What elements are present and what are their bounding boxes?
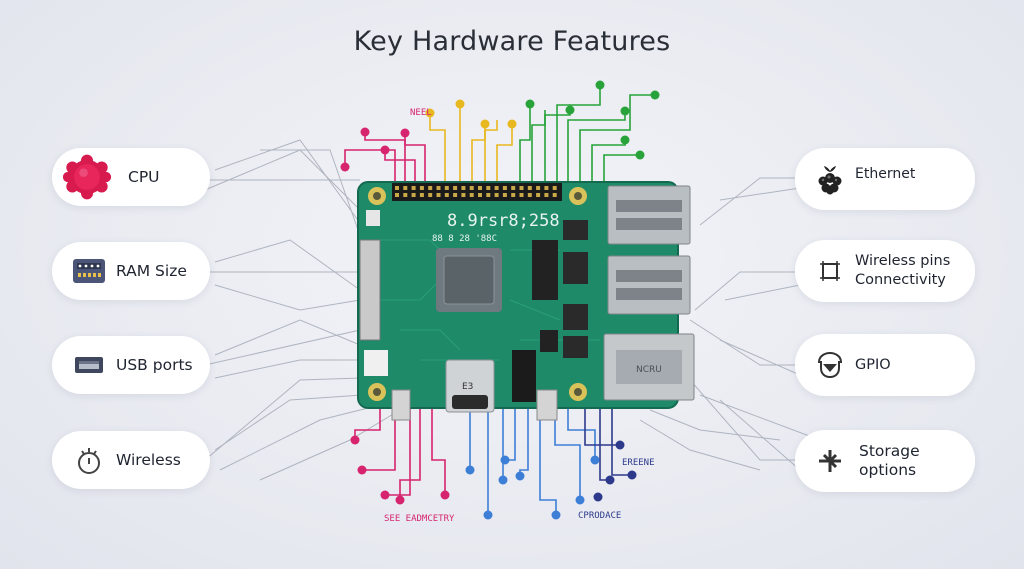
ethernet-label: NCRU (636, 365, 662, 375)
tag-bottom-right-top: EREENE (622, 458, 655, 468)
gpio-pin (544, 186, 549, 190)
usb-port-icon (66, 354, 112, 376)
feature-label-ethernet: Ethernet (855, 165, 916, 182)
feature-card-ram[interactable]: RAM Size (52, 242, 210, 300)
gpio-pins (395, 186, 557, 197)
gpio-pin (453, 186, 458, 190)
gpio-pin (411, 193, 416, 197)
gpio-pin (519, 186, 524, 190)
gpio-pin (544, 193, 549, 197)
gpio-pin (461, 193, 466, 197)
gpio-pin (453, 193, 458, 197)
wireless-icon (66, 445, 112, 475)
tag-bottom-right: CPRODACE (578, 511, 621, 521)
gpio-pin (502, 186, 507, 190)
gpio-pin (552, 186, 557, 190)
gpio-pin (444, 186, 449, 190)
gpio-pin (395, 193, 399, 197)
gpio-pin (444, 193, 449, 197)
gpio-pin (478, 193, 482, 197)
connector-lines (204, 139, 821, 481)
gpio-pin (436, 193, 441, 197)
storage-icon (807, 447, 853, 475)
board-silkscreen: 8.9rsr8;258 (447, 211, 560, 231)
feature-label-cpu: CPU (128, 167, 160, 186)
gpio-pin (502, 193, 507, 197)
gpio-pin (511, 186, 516, 190)
gpio-pin (428, 193, 433, 197)
ram-module-icon (66, 257, 112, 285)
gpio-traces-top (344, 85, 655, 182)
feature-card-wireless[interactable]: Wireless (52, 431, 210, 489)
feature-label-wireless: Wireless (116, 450, 181, 469)
gpio-pin (469, 186, 474, 190)
feature-card-connectivity[interactable]: Wireless pins Connectivity (795, 240, 975, 302)
hdmi-label: E3 (462, 382, 473, 392)
gpio-pin (395, 186, 399, 190)
gpio-pin (436, 186, 441, 190)
usb-stack-bottom (607, 255, 691, 315)
feature-label-gpio: GPIO (855, 356, 891, 373)
feature-label-storage: Storage options (859, 442, 920, 479)
feature-card-ethernet[interactable]: Ethernet (795, 148, 975, 210)
trace-dots-top (340, 80, 660, 172)
feature-card-gpio[interactable]: GPIO (795, 334, 975, 396)
board-silkscreen-sub: 88 8 28 '88C (432, 234, 497, 244)
gpio-pin (536, 186, 541, 190)
tag-top: NEEL (410, 108, 432, 118)
gpio-pin (461, 186, 466, 190)
feature-card-storage[interactable]: Storage options (795, 430, 975, 492)
gpio-pin (486, 186, 491, 190)
feature-card-usb[interactable]: USB ports (52, 336, 210, 394)
gpio-pin (536, 193, 541, 197)
board-components (359, 185, 695, 421)
gpio-pin (527, 186, 532, 190)
trace-dots-bottom (350, 435, 637, 520)
cpu-chip-icon (62, 152, 112, 202)
gpio-pin (411, 186, 416, 190)
raspberry-icon (807, 163, 853, 195)
gpio-pin (494, 186, 499, 190)
feature-label-ram: RAM Size (116, 261, 187, 280)
usb-stack-top (607, 185, 691, 245)
feature-label-usb: USB ports (116, 355, 193, 374)
gpio-pin (419, 193, 424, 197)
connectivity-icon (807, 258, 853, 284)
gpio-pin (527, 193, 532, 197)
feature-card-cpu[interactable]: CPU (52, 148, 210, 206)
gpio-pin (419, 186, 424, 190)
gpio-pin (486, 193, 491, 197)
gpio-traces-bottom (354, 408, 632, 515)
gpio-pin (469, 193, 474, 197)
tag-bottom-left: SEE EADMCETRY (384, 514, 455, 524)
gpio-header (392, 183, 562, 201)
gpio-pin (428, 186, 433, 190)
feature-label-connectivity: Wireless pins Connectivity (855, 253, 951, 288)
gpio-pin (403, 193, 408, 197)
gpio-pin (511, 193, 516, 197)
gpio-pin (519, 193, 524, 197)
gpio-pin (552, 193, 557, 197)
gpio-pin (403, 186, 408, 190)
ethernet-port (603, 333, 695, 401)
page-title: Key Hardware Features (353, 26, 671, 57)
gpio-pin (478, 186, 482, 190)
gpio-icon (807, 350, 853, 380)
gpio-pin (494, 193, 499, 197)
